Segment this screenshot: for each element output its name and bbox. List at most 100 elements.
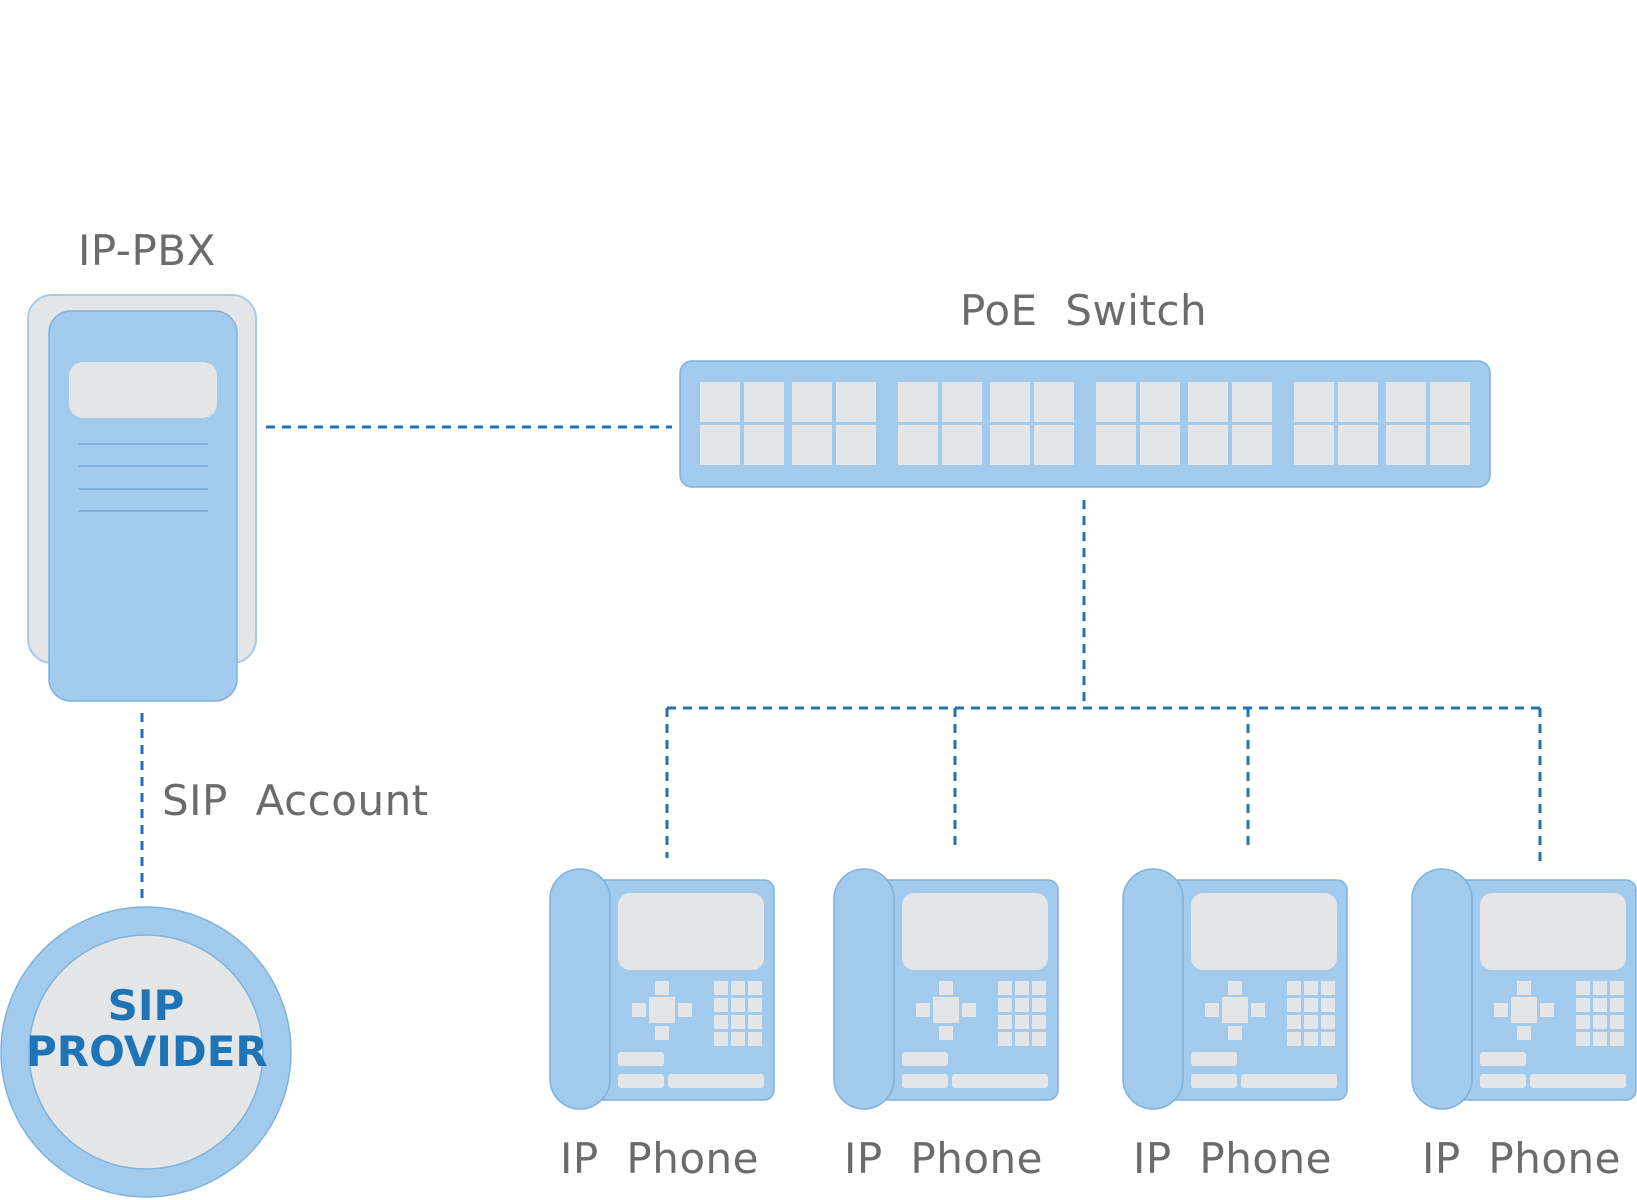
phone-nav-key <box>655 981 669 995</box>
phone-keypad-key <box>714 1032 728 1046</box>
phone-handset <box>1411 868 1473 1110</box>
switch-port <box>942 382 982 422</box>
phone-keypad-key <box>731 998 745 1012</box>
switch-port <box>1338 382 1378 422</box>
switch-body <box>679 360 1491 488</box>
phone-keypad-key <box>1032 981 1046 995</box>
phone-keypad-key <box>1610 1032 1624 1046</box>
phone-nav-key <box>678 1003 692 1017</box>
phone-soft-key <box>1191 1052 1237 1066</box>
phone-soft-key <box>1241 1074 1337 1088</box>
phone-keypad-key <box>1593 998 1607 1012</box>
phone-handset <box>1122 868 1184 1110</box>
phone-soft-key <box>1530 1074 1626 1088</box>
desk-phone-icon <box>833 868 1059 1110</box>
phone-keypad-key <box>1032 1015 1046 1029</box>
switch-port <box>1188 425 1228 465</box>
pbx-label: IP-PBX <box>78 226 216 275</box>
phone-keypad-key <box>1287 1032 1301 1046</box>
pbx-server-icon <box>27 294 257 702</box>
phone-keypad-key <box>1576 1015 1590 1029</box>
phone-keypad-key <box>748 1032 762 1046</box>
switch-port <box>1140 425 1180 465</box>
phone-screen <box>618 893 764 970</box>
phone-keypad-key <box>1032 998 1046 1012</box>
phone-keypad-key <box>1304 998 1318 1012</box>
phone-nav-key <box>649 997 675 1023</box>
switch-port <box>990 382 1030 422</box>
phone-soft-key <box>668 1074 764 1088</box>
phone-nav-key <box>1222 997 1248 1023</box>
phone-keypad-key <box>1593 981 1607 995</box>
phone-nav-key <box>933 997 959 1023</box>
phone-keypad-key <box>998 1032 1012 1046</box>
phone-keypad-key <box>1304 1032 1318 1046</box>
pbx-display <box>69 362 217 418</box>
switch-port <box>836 425 876 465</box>
phone-keypad-key <box>1032 1032 1046 1046</box>
phone-keypad-key <box>1593 1015 1607 1029</box>
connection-lines <box>140 425 1542 902</box>
provider-label: SIP PROVIDER <box>26 983 268 1076</box>
phone-keypad-key <box>731 1015 745 1029</box>
phone-keypad-key <box>714 981 728 995</box>
phone-nav-key <box>939 1026 953 1040</box>
ip-phones <box>549 868 1637 1110</box>
switch-port <box>792 425 832 465</box>
desk-phone-icon <box>549 868 775 1110</box>
poe-switch-icon <box>679 360 1491 488</box>
phone-screen <box>902 893 1048 970</box>
phone-soft-key <box>618 1074 664 1088</box>
phone-nav-key <box>1228 981 1242 995</box>
phone-soft-key <box>952 1074 1048 1088</box>
phone-keypad-key <box>1576 998 1590 1012</box>
phone-nav-key <box>1251 1003 1265 1017</box>
phone-keypad-key <box>1015 1032 1029 1046</box>
phone-screen <box>1480 893 1626 970</box>
switch-port <box>744 425 784 465</box>
switch-port <box>1386 382 1426 422</box>
phone-keypad-key <box>748 981 762 995</box>
phone-keypad-key <box>1576 1032 1590 1046</box>
phone-soft-key <box>902 1052 948 1066</box>
switch-port <box>744 382 784 422</box>
switch-port <box>898 425 938 465</box>
phone-keypad-key <box>998 981 1012 995</box>
phone-nav-key <box>1494 1003 1508 1017</box>
phone-keypad-key <box>1287 1015 1301 1029</box>
phone-label-4: IP Phone <box>1422 1134 1622 1183</box>
phone-keypad-key <box>1287 998 1301 1012</box>
phone-nav-key <box>655 1026 669 1040</box>
switch-port <box>1232 425 1272 465</box>
switch-port <box>1034 382 1074 422</box>
phone-keypad-key <box>714 1015 728 1029</box>
switch-port <box>1430 382 1470 422</box>
phone-label-1: IP Phone <box>560 1134 760 1183</box>
desk-phone-icon <box>1122 868 1348 1110</box>
phone-nav-key <box>1540 1003 1554 1017</box>
switch-port <box>1294 425 1334 465</box>
phone-nav-key <box>916 1003 930 1017</box>
phone-keypad-key <box>998 1015 1012 1029</box>
phone-label-3: IP Phone <box>1133 1134 1333 1183</box>
switch-port <box>1338 425 1378 465</box>
phone-handset <box>833 868 895 1110</box>
switch-port <box>1294 382 1334 422</box>
phone-keypad-key <box>1015 1015 1029 1029</box>
phone-keypad-key <box>748 1015 762 1029</box>
phone-soft-key <box>902 1074 948 1088</box>
phone-nav-key <box>1205 1003 1219 1017</box>
phone-keypad-key <box>1321 981 1335 995</box>
switch-ports <box>700 382 1470 465</box>
provider-label-line2: PROVIDER <box>26 1027 268 1076</box>
phone-keypad-key <box>1287 981 1301 995</box>
switch-port <box>1430 425 1470 465</box>
switch-label: PoE Switch <box>960 286 1208 335</box>
phone-soft-key <box>1480 1074 1526 1088</box>
switch-port <box>898 382 938 422</box>
phone-keypad-key <box>748 998 762 1012</box>
provider-inner-disc <box>28 934 264 1170</box>
phone-nav-key <box>1511 997 1537 1023</box>
phone-nav-key <box>1517 1026 1531 1040</box>
